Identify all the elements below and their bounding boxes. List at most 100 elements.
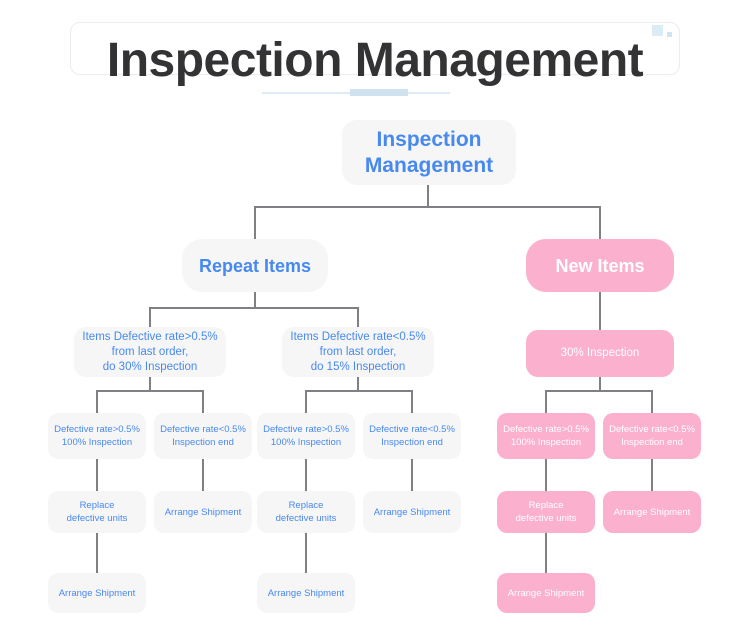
node-label: Arrange Shipment xyxy=(267,587,345,599)
connector xyxy=(202,459,204,493)
connector xyxy=(149,307,151,329)
connector xyxy=(427,185,429,207)
node-label-line1: Defective rate<0.5% xyxy=(369,424,455,435)
node-defective-rate-above-100-inspection[interactable]: Defective rate>0.5% 100% Inspection xyxy=(48,413,146,459)
node-label-line2: Inspection end xyxy=(621,437,683,448)
node-arrange-shipment[interactable]: Arrange Shipment xyxy=(603,491,701,533)
connector xyxy=(255,206,601,208)
connector xyxy=(254,292,256,308)
connector xyxy=(254,206,256,239)
node-thirty-percent-inspection[interactable]: 30% Inspection xyxy=(526,330,674,377)
node-label: Arrange Shipment xyxy=(507,587,585,599)
node-label-line1: Items Defective rate<0.5% xyxy=(290,330,426,343)
node-label: Defective rate>0.5% 100% Inspection xyxy=(503,423,589,449)
node-label: Defective rate>0.5% 100% Inspection xyxy=(54,423,140,449)
node-defective-rate-above-100-inspection[interactable]: Defective rate>0.5% 100% Inspection xyxy=(257,413,355,459)
node-label-line2: 100% Inspection xyxy=(510,437,582,448)
connector xyxy=(96,459,98,493)
node-label-line1: Defective rate>0.5% xyxy=(263,424,349,435)
node-label: Defective rate<0.5% Inspection end xyxy=(609,423,695,449)
header-card xyxy=(70,22,680,75)
node-replace-defective-units[interactable]: Replace defective units xyxy=(497,491,595,533)
connector xyxy=(599,206,601,239)
page-title: Inspection Management xyxy=(106,34,644,87)
node-arrange-shipment[interactable]: Arrange Shipment xyxy=(48,573,146,613)
node-label-line2: from last order, xyxy=(111,345,189,358)
connector xyxy=(411,390,413,413)
node-label: Arrange Shipment xyxy=(613,506,691,518)
connector xyxy=(545,459,547,493)
node-label-line2: from last order, xyxy=(319,345,397,358)
node-items-defective-rate-below[interactable]: Items Defective rate<0.5% from last orde… xyxy=(282,327,434,377)
node-label: Replace defective units xyxy=(54,499,140,525)
node-label-line1: Replace xyxy=(288,500,324,511)
node-arrange-shipment[interactable]: Arrange Shipment xyxy=(154,491,252,533)
node-label-line2: defective units xyxy=(275,513,337,524)
node-label: Arrange Shipment xyxy=(58,587,136,599)
decorative-square-icon xyxy=(652,25,663,36)
node-label-line1: Defective rate<0.5% xyxy=(160,424,246,435)
node-label: Replace defective units xyxy=(503,499,589,525)
node-label-line2: 100% Inspection xyxy=(61,437,133,448)
node-label-line1: Replace xyxy=(528,500,564,511)
connector xyxy=(357,307,359,329)
node-label: Arrange Shipment xyxy=(164,506,242,518)
connector xyxy=(306,390,412,392)
connector xyxy=(96,390,98,413)
node-label-line2: Inspection end xyxy=(381,437,443,448)
node-label: Replace defective units xyxy=(263,499,349,525)
connector xyxy=(96,533,98,573)
node-arrange-shipment[interactable]: Arrange Shipment xyxy=(363,491,461,533)
node-label: New Items xyxy=(555,255,645,276)
connector xyxy=(202,390,204,413)
node-label-line1: Defective rate>0.5% xyxy=(54,424,140,435)
node-label-line3: do 30% Inspection xyxy=(102,360,198,373)
node-label: Arrange Shipment xyxy=(373,506,451,518)
decorative-square-small-icon xyxy=(667,32,672,37)
connector xyxy=(651,459,653,493)
connector xyxy=(97,390,203,392)
node-label: Repeat Items xyxy=(198,255,312,276)
node-defective-rate-above-100-inspection[interactable]: Defective rate>0.5% 100% Inspection xyxy=(497,413,595,459)
connector xyxy=(149,377,151,391)
node-label: 30% Inspection xyxy=(560,347,640,359)
node-label-line3: do 15% Inspection xyxy=(310,360,406,373)
connector xyxy=(599,292,601,330)
node-arrange-shipment[interactable]: Arrange Shipment xyxy=(257,573,355,613)
node-label-line1: Defective rate>0.5% xyxy=(503,424,589,435)
node-label: Items Defective rate<0.5% from last orde… xyxy=(288,330,428,375)
node-label-line1: Defective rate<0.5% xyxy=(609,424,695,435)
node-replace-defective-units[interactable]: Replace defective units xyxy=(257,491,355,533)
node-label: Defective rate<0.5% Inspection end xyxy=(160,423,246,449)
connector xyxy=(651,390,653,413)
node-label: Items Defective rate>0.5% from last orde… xyxy=(80,330,220,375)
node-label-line2: defective units xyxy=(66,513,128,524)
node-arrange-shipment[interactable]: Arrange Shipment xyxy=(497,573,595,613)
connector xyxy=(546,390,653,392)
node-label-line1: Items Defective rate>0.5% xyxy=(82,330,218,343)
node-label-line1: Replace xyxy=(79,500,115,511)
node-repeat-items[interactable]: Repeat Items xyxy=(182,239,328,292)
node-label: Defective rate>0.5% 100% Inspection xyxy=(263,423,349,449)
node-label-line2: Management xyxy=(364,153,494,177)
node-replace-defective-units[interactable]: Replace defective units xyxy=(48,491,146,533)
connector xyxy=(305,533,307,573)
node-items-defective-rate-above[interactable]: Items Defective rate>0.5% from last orde… xyxy=(74,327,226,377)
divider-accent xyxy=(350,89,408,96)
connector xyxy=(305,459,307,493)
node-defective-rate-below-inspection-end[interactable]: Defective rate<0.5% Inspection end xyxy=(603,413,701,459)
connector xyxy=(599,377,601,391)
connector xyxy=(357,377,359,391)
node-defective-rate-below-inspection-end[interactable]: Defective rate<0.5% Inspection end xyxy=(154,413,252,459)
node-label-line2: defective units xyxy=(515,513,577,524)
node-label-line1: Inspection xyxy=(376,127,482,151)
connector xyxy=(150,307,358,309)
connector xyxy=(545,533,547,573)
node-new-items[interactable]: New Items xyxy=(526,239,674,292)
node-defective-rate-below-inspection-end[interactable]: Defective rate<0.5% Inspection end xyxy=(363,413,461,459)
connector xyxy=(411,459,413,493)
node-label-line2: 100% Inspection xyxy=(270,437,342,448)
